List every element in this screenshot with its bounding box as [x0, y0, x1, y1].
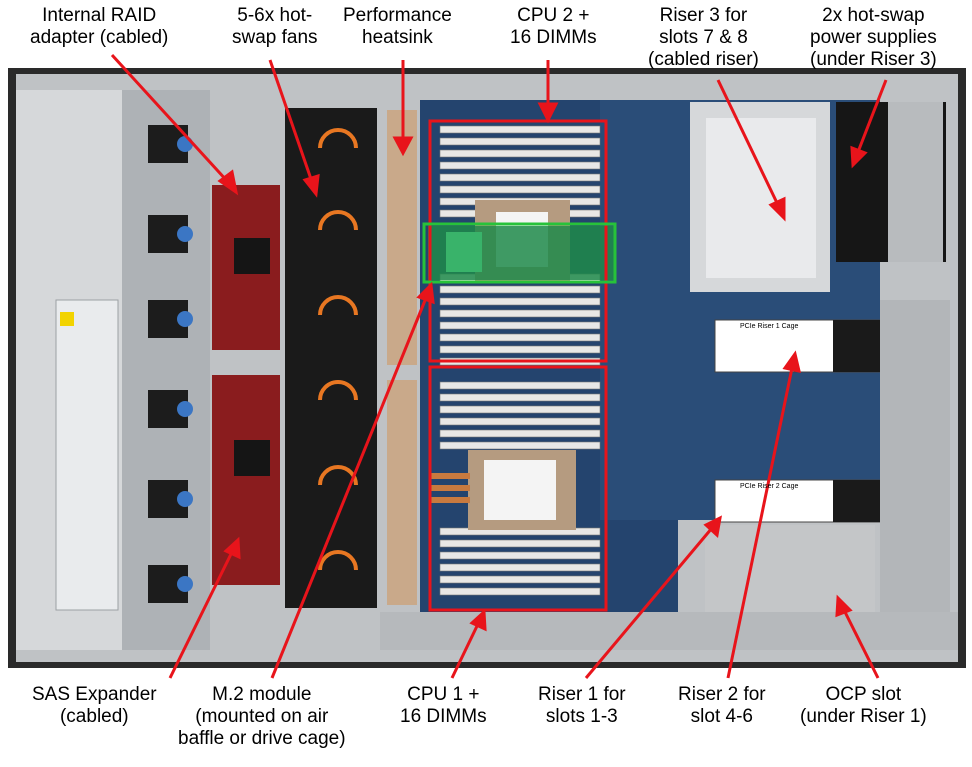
ocp-callout-line [842, 609, 880, 679]
label-heatsink: Performance heatsink [343, 5, 452, 48]
m2-highlight-box [422, 222, 617, 284]
fans-callout-line [268, 59, 314, 183]
riser2-card-title: PCIe Riser 1 Cage [740, 323, 799, 330]
riser1-callout-line [584, 527, 714, 679]
label-psu: 2x hot-swap power supplies (under Riser … [810, 5, 937, 70]
label-riser3: Riser 3 for slots 7 & 8 (cabled riser) [648, 5, 759, 70]
drive-cage [122, 90, 210, 650]
label-cpu2: CPU 2 + 16 DIMMs [510, 5, 597, 48]
label-riser1: Riser 1 for slots 1-3 [538, 684, 626, 727]
label-fans: 5-6x hot- swap fans [232, 5, 318, 48]
psu-callout-line [856, 79, 888, 153]
riser2-callout-line [726, 367, 794, 679]
sas-callout-line [168, 551, 234, 679]
fan-bank [285, 108, 377, 608]
label-ocp-slot: OCP slot (under Riser 1) [800, 684, 927, 727]
label-sas-expander: SAS Expander (cabled) [32, 684, 157, 727]
label-riser2: Riser 2 for slot 4-6 [678, 684, 766, 727]
cpu1-callout-line [450, 623, 480, 679]
label-m2-module: M.2 module (mounted on air baffle or dri… [178, 684, 346, 749]
riser1-card-title: PCIe Riser 2 Cage [740, 483, 799, 490]
sas-expander [212, 375, 280, 585]
label-cpu1: CPU 1 + 16 DIMMs [400, 684, 487, 727]
cpu1-highlight-box [428, 365, 608, 612]
riser3-callout-line [716, 79, 780, 206]
raid-callout-line [110, 53, 230, 184]
label-raid-adapter: Internal RAID adapter (cabled) [30, 5, 169, 48]
cpu2-highlight-box [428, 119, 608, 363]
m2-callout-line [270, 297, 428, 679]
